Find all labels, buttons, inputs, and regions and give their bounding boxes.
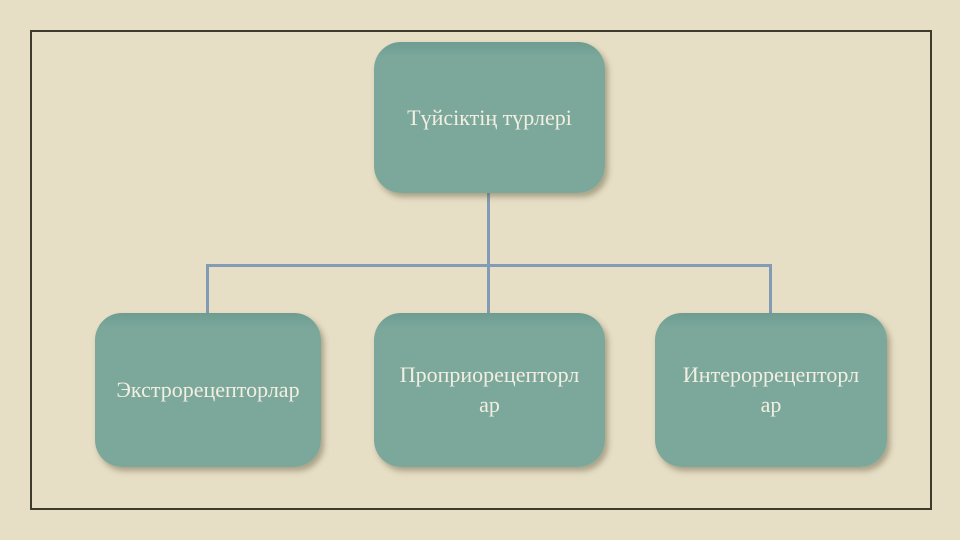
diagram-node-proprioreceptors[interactable]: Проприорецепторл ар: [374, 313, 605, 467]
connector-drop-middle: [487, 264, 490, 314]
connector-root-stem: [487, 192, 490, 266]
diagram-node-interoreceptors-label: Интероррецепторл ар: [682, 362, 860, 417]
diagram-node-exteroreceptors-label: Экстрорецепторлар: [116, 377, 300, 403]
diagram-node-exteroreceptors[interactable]: Экстрорецепторлар: [95, 313, 321, 467]
diagram-node-proprioreceptors-label: Проприорецепторл ар: [399, 362, 580, 417]
diagram-node-root-label: Түйсіктің түрлері: [407, 104, 572, 130]
connector-drop-left: [206, 264, 209, 314]
diagram-node-root[interactable]: Түйсіктің түрлері: [374, 42, 605, 193]
connector-drop-right: [769, 264, 772, 314]
diagram-node-interoreceptors[interactable]: Интероррецепторл ар: [655, 313, 887, 467]
slide-frame: [30, 30, 932, 510]
